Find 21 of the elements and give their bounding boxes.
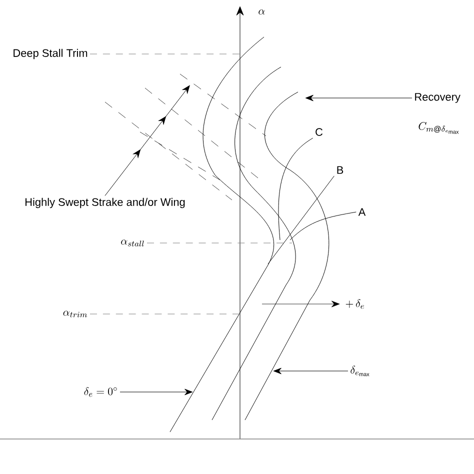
text-label: C	[316, 128, 323, 136]
axis-label: $\alpha_{stall}$	[121, 240, 144, 246]
text-label: Recovery	[415, 93, 460, 103]
arrow	[305, 94, 412, 102]
arrow	[120, 388, 193, 396]
math-label: $\alpha$	[258, 10, 265, 14]
text-label: Deep Stall Trim	[14, 48, 88, 60]
text-label: B	[337, 166, 344, 174]
math-label: $+\,\delta_e$	[346, 299, 364, 309]
arrow	[273, 368, 348, 374]
math-label: $C_{m@\delta_{e_{\max}}}$	[418, 122, 459, 134]
reference-line	[146, 242, 292, 244]
arrow	[104, 85, 190, 196]
leader-line	[278, 138, 314, 240]
axis-label: $\delta_e = 0^\circ$	[84, 387, 117, 397]
text-label: A	[358, 208, 366, 216]
axis-label: $\alpha_{trim}$	[63, 310, 88, 318]
leader-line	[290, 212, 356, 240]
axis-label: $\delta_{e_{\max}}$	[350, 366, 370, 376]
leader-line	[268, 176, 334, 264]
text-label: Highly Swept Strake and/or Wing	[26, 198, 185, 208]
